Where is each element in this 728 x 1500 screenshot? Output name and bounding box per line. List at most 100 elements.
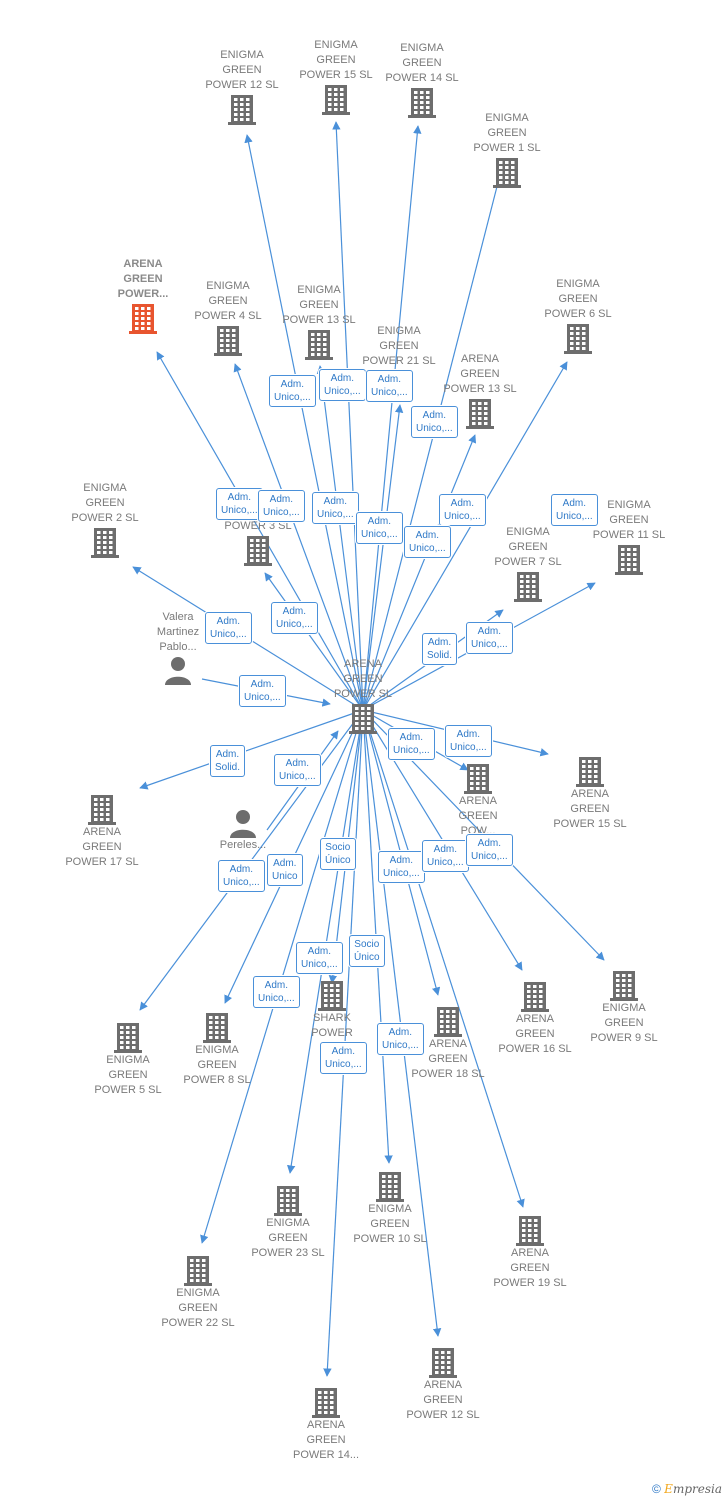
edge-role-label[interactable]: Adm. Unico,... <box>404 526 451 558</box>
edge-role-label[interactable]: Adm. Unico,... <box>466 622 513 654</box>
edge-role-label[interactable]: Adm. Unico,... <box>422 840 469 872</box>
building-icon <box>303 328 335 360</box>
building-icon <box>112 1021 144 1053</box>
node-arena-green-power-12[interactable]: ARENA GREEN POWER 12 SL <box>388 1346 498 1423</box>
node-label: POWER 3 SL <box>224 520 292 532</box>
building-icon <box>464 397 496 429</box>
building-icon <box>406 86 438 118</box>
building-icon <box>512 570 544 602</box>
node-enigma-green-power-2[interactable]: ENIGMA GREEN POWER 2 SL <box>50 481 160 558</box>
building-icon <box>519 980 551 1012</box>
node-label: ARENA GREEN POWER 16 SL <box>498 1013 572 1055</box>
node-label: ARENA GREEN POWER 18 SL <box>411 1038 485 1080</box>
node-label: ENIGMA GREEN POWER 23 SL <box>251 1217 325 1259</box>
node-label: ENIGMA GREEN POWER 4 SL <box>194 280 262 322</box>
building-icon <box>86 793 118 825</box>
edge-c-eg12 <box>244 134 364 711</box>
node-label: Pereles... <box>219 839 267 851</box>
node-label: ARENA GREEN POWER SL <box>333 658 393 700</box>
edge-role-label[interactable]: Adm. Unico,... <box>388 728 435 760</box>
node-pereles[interactable]: Pereles... <box>188 808 298 853</box>
node-enigma-green-power-13[interactable]: ENIGMA GREEN POWER 13 SL <box>264 283 374 360</box>
node-enigma-green-power-10[interactable]: ENIGMA GREEN POWER 10 SL <box>335 1170 445 1247</box>
node-arena-green-power-18[interactable]: ARENA GREEN POWER 18 SL <box>393 1005 503 1082</box>
node-enigma-green-power-6[interactable]: ENIGMA GREEN POWER 6 SL <box>523 277 633 354</box>
edge-c-eg15 <box>332 121 364 711</box>
building-icon <box>432 1005 464 1037</box>
edge-role-label[interactable]: Adm. Unico,... <box>258 490 305 522</box>
edge-role-label[interactable]: Adm. Unico,... <box>205 612 252 644</box>
building-icon <box>212 324 244 356</box>
edge-c-arena_main <box>156 351 364 711</box>
building-icon <box>491 156 523 188</box>
edge-role-label[interactable]: Adm. Unico <box>267 854 303 886</box>
edge-role-label[interactable]: Adm. Unico,... <box>274 754 321 786</box>
edge-role-label[interactable]: Adm. Unico,... <box>271 602 318 634</box>
node-enigma-green-power-1[interactable]: ENIGMA GREEN POWER 1 SL <box>452 111 562 188</box>
edge-role-label[interactable]: Adm. Unico,... <box>253 976 300 1008</box>
node-label: ENIGMA GREEN POWER 10 SL <box>353 1203 427 1245</box>
node-arena-green-pow[interactable]: ARENA GREEN POW... <box>423 762 533 839</box>
edge-role-label[interactable]: Adm. Solid. <box>210 745 246 777</box>
edge-c-pow3 <box>264 572 364 711</box>
building-icon <box>320 83 352 115</box>
node-enigma-green-power-4[interactable]: ENIGMA GREEN POWER 4 SL <box>173 279 283 356</box>
edge-role-label[interactable]: Adm. Unico,... <box>439 494 486 526</box>
node-arena-green-power-sl[interactable]: ARENA GREEN POWER SL <box>308 657 418 734</box>
node-arena-green-power-13[interactable]: ARENA GREEN POWER 13 SL <box>425 352 535 429</box>
edge-c-eg23 <box>287 709 364 1174</box>
node-label: ENIGMA GREEN POWER 1 SL <box>473 112 541 154</box>
node-enigma-green-power-9[interactable]: ENIGMA GREEN POWER 9 SL <box>569 969 679 1046</box>
edge-role-label[interactable]: Adm. Unico,... <box>239 675 286 707</box>
node-enigma-green-power-12[interactable]: ENIGMA GREEN POWER 12 SL <box>187 48 297 125</box>
building-icon <box>201 1011 233 1043</box>
building-icon <box>310 1386 342 1418</box>
edge-role-label[interactable]: Adm. Unico,... <box>319 369 366 401</box>
edge-role-label[interactable]: Adm. Unico,... <box>551 494 598 526</box>
node-arena-green-power-14[interactable]: ARENA GREEN POWER 14... <box>271 1386 381 1463</box>
node-enigma-green-power-22[interactable]: ENIGMA GREEN POWER 22 SL <box>143 1254 253 1331</box>
node-label: ENIGMA GREEN POWER 9 SL <box>590 1002 658 1044</box>
node-arena-green-power-15[interactable]: ARENA GREEN POWER 15 SL <box>535 755 645 832</box>
node-enigma-green-power-15[interactable]: ENIGMA GREEN POWER 15 SL <box>281 38 391 115</box>
edge-role-label[interactable]: Socio Único <box>349 935 385 967</box>
edge-role-label[interactable]: Adm. Unico,... <box>218 860 265 892</box>
node-enigma-green-power-23[interactable]: ENIGMA GREEN POWER 23 SL <box>233 1184 343 1261</box>
edge-role-label[interactable]: Adm. Unico,... <box>356 512 403 544</box>
edge-c-eg13 <box>316 365 364 711</box>
person-icon <box>228 808 258 838</box>
node-power-3[interactable]: POWER 3 SL <box>203 519 313 566</box>
edge-role-label[interactable]: Adm. Unico,... <box>296 942 343 974</box>
node-enigma-green-power-7[interactable]: ENIGMA GREEN POWER 7 SL <box>473 525 583 602</box>
brand-logo[interactable]: Empresia <box>664 1482 722 1496</box>
edge-role-label[interactable]: Adm. Unico,... <box>466 834 513 866</box>
node-arena-green-power-main[interactable]: ARENA GREEN POWER... <box>88 257 198 334</box>
edge-role-label[interactable]: Adm. Unico,... <box>269 375 316 407</box>
edge-role-label[interactable]: Adm. Unico,... <box>377 1023 424 1055</box>
node-enigma-green-power-11[interactable]: ENIGMA GREEN POWER 11 SL <box>574 498 684 575</box>
copyright-symbol: © <box>651 1482 661 1496</box>
building-icon <box>182 1254 214 1286</box>
copyright-footer: © Empresia <box>652 1482 722 1496</box>
node-enigma-green-power-14[interactable]: ENIGMA GREEN POWER 14 SL <box>367 41 477 118</box>
node-valera-martinez-pablo[interactable]: Valera Martinez Pablo... <box>123 610 233 685</box>
node-label: ENIGMA GREEN POWER 14 SL <box>385 42 459 84</box>
node-arena-green-power-16[interactable]: ARENA GREEN POWER 16 SL <box>480 980 590 1057</box>
edge-role-label[interactable]: Socio Único <box>320 838 356 870</box>
building-icon <box>462 762 494 794</box>
edge-role-label[interactable]: Adm. Unico,... <box>320 1042 367 1074</box>
edge-role-label[interactable]: Adm. Unico,... <box>312 492 359 524</box>
edge-role-label[interactable]: Adm. Unico,... <box>378 851 425 883</box>
edge-role-label[interactable]: Adm. Unico,... <box>366 370 413 402</box>
edge-role-label[interactable]: Adm. Solid. <box>422 633 458 665</box>
edge-role-label[interactable]: Adm. Unico,... <box>445 725 492 757</box>
node-arena-green-power-19[interactable]: ARENA GREEN POWER 19 SL <box>475 1214 585 1291</box>
edge-c-eg4 <box>233 363 364 711</box>
node-enigma-green-power-8[interactable]: ENIGMA GREEN POWER 8 SL <box>162 1011 272 1088</box>
node-enigma-green-power-5[interactable]: ENIGMA GREEN POWER 5 SL <box>73 1021 183 1098</box>
node-arena-green-power-17[interactable]: ARENA GREEN POWER 17 SL <box>47 793 157 870</box>
building-icon <box>242 534 274 566</box>
edge-role-label[interactable]: Adm. Unico,... <box>216 488 263 520</box>
edge-role-label[interactable]: Adm. Unico,... <box>411 406 458 438</box>
node-label: ARENA GREEN POWER 17 SL <box>65 826 139 868</box>
